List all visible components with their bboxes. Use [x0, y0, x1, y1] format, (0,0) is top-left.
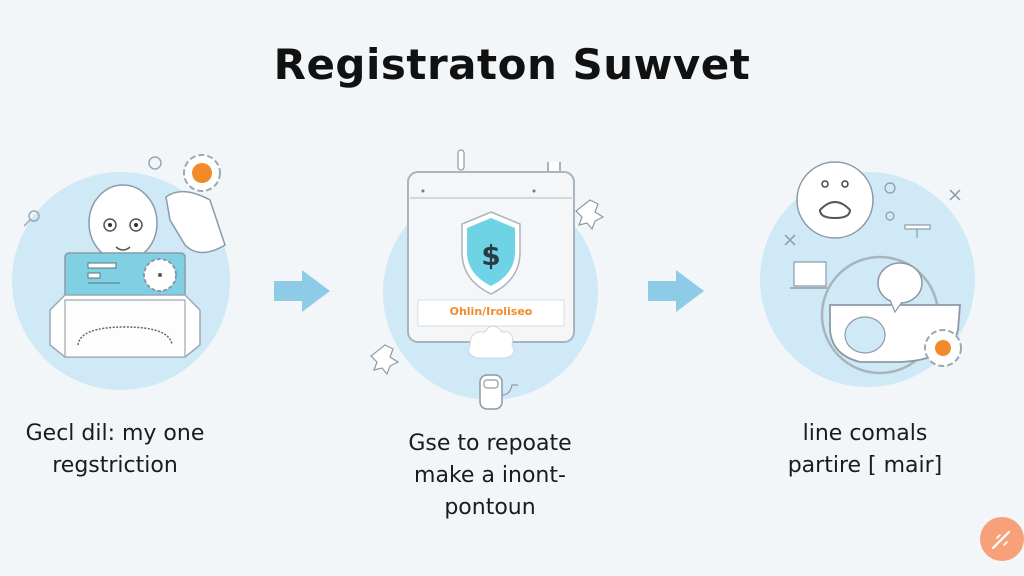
banner-text: Ohlin/Iroliseo	[449, 305, 533, 318]
step-1-caption-line-2: regstriction	[52, 453, 178, 478]
step-3-caption-line-1: line comals	[802, 421, 928, 446]
edit-fab-button[interactable]	[980, 517, 1024, 561]
person-with-form-gear-icon	[23, 154, 226, 358]
step-2-caption-line-3: pontoun	[444, 495, 536, 520]
arrow-right-icon	[648, 270, 704, 312]
step-2-caption-line-1: Gse to repoate	[408, 431, 572, 456]
svg-text:$: $	[481, 239, 500, 272]
page-title: Registraton Suwvet	[273, 40, 751, 89]
pencil-edit-icon	[991, 530, 1011, 550]
step-1-caption-line-1: Gecl dil: my one	[25, 421, 205, 446]
arrow-right-icon	[274, 270, 330, 312]
step-3-caption: line comals partire [ mair]	[765, 418, 965, 482]
step-2-caption-line-2: make a inont-	[414, 463, 566, 488]
step-2-caption: Gse to repoate make a inont- pontoun	[390, 428, 590, 524]
face-chat-device-gear-icon	[784, 161, 962, 375]
browser-shield-dollar-icon: $	[370, 149, 605, 410]
step-3-caption-line-2: partire [ mair]	[787, 453, 943, 478]
step-1-caption: Gecl dil: my one regstriction	[5, 418, 225, 482]
